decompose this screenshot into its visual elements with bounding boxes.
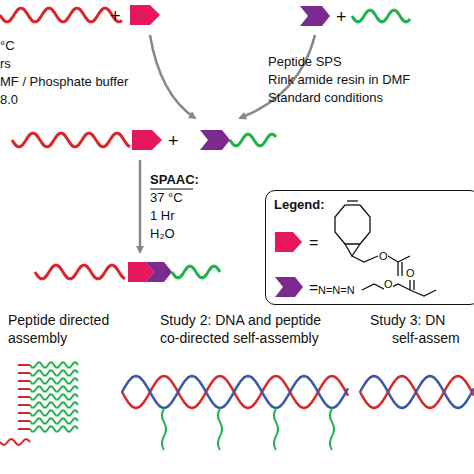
text-label: = — [309, 278, 318, 297]
dna-strand — [0, 8, 122, 22]
drawing-part — [345, 204, 360, 205]
peptide-fibril — [0, 362, 78, 445]
peptide-strand — [30, 362, 78, 367]
drawing-part — [335, 205, 370, 244]
text-label: Rink amide resin in DMF — [268, 72, 410, 88]
peptide-strand — [30, 410, 78, 415]
legend-box: Legend: — [265, 190, 474, 305]
peptide-strand — [330, 408, 334, 450]
text-label: + — [336, 7, 347, 28]
text-label: 8.0 — [0, 92, 18, 108]
bcn-pentagon — [132, 130, 162, 150]
dna-stub — [18, 372, 30, 374]
text-label: N=N=N — [318, 283, 355, 297]
peptide-strand — [30, 418, 78, 423]
peptide-strand — [230, 134, 276, 146]
underline — [150, 189, 193, 190]
text-label: °C — [0, 38, 15, 54]
text-label: co-directed self-assembly — [160, 330, 319, 347]
dna-stub — [18, 364, 30, 366]
text-label: Peptide directed — [8, 312, 109, 329]
drawing-part — [347, 200, 358, 201]
text-label: Study 3: DN — [370, 312, 445, 329]
bcn-pentagon — [275, 232, 302, 252]
dna-stub — [18, 428, 30, 430]
text-label: Peptide SPS — [268, 54, 342, 70]
flow-arrow — [139, 160, 142, 252]
text-label: = — [309, 233, 318, 252]
strand-group — [0, 8, 410, 279]
dna-stub — [18, 412, 30, 414]
bcn-pentagon — [130, 5, 160, 25]
flow-arrow — [150, 35, 195, 118]
drawing-part — [401, 262, 402, 276]
peptide-strand — [162, 408, 166, 450]
peptide-strand — [352, 10, 410, 22]
dna-strand — [360, 376, 474, 408]
drawing-part — [352, 256, 378, 262]
drawing-part — [388, 256, 398, 276]
text-label: H₂O — [150, 226, 175, 242]
text-label: MF / Phosphate buffer — [0, 74, 128, 90]
azide-chevron — [300, 6, 330, 26]
drawing-part — [345, 244, 360, 256]
azide-chevron — [146, 262, 172, 282]
dna-stub — [18, 380, 30, 382]
peptide-strand — [172, 266, 220, 278]
text-label: + — [110, 6, 121, 27]
azide-structure — [362, 278, 436, 296]
peptide-strand — [30, 402, 78, 407]
drawing-part — [398, 256, 410, 262]
peptide-strand — [218, 408, 222, 450]
azide-chevron — [275, 277, 303, 297]
dna-stub — [18, 388, 30, 390]
dna-strand — [12, 133, 130, 147]
text-label: 1 Hr — [150, 208, 175, 224]
text-label: assembly — [8, 330, 67, 347]
dna-stub — [18, 404, 30, 406]
dna-strand — [35, 265, 125, 279]
peptide-strand — [274, 408, 278, 450]
text-label: Standard conditions — [268, 90, 383, 106]
legend-title: Legend: — [266, 191, 474, 212]
drawing-part — [410, 290, 436, 296]
peptide-strand — [30, 370, 78, 375]
text-label: 37 °C — [150, 190, 183, 206]
bcn-structure — [335, 201, 410, 276]
dna-strand — [122, 376, 348, 408]
peptide-strand — [30, 394, 78, 399]
dna-strand — [122, 376, 348, 408]
text-label: Study 2: DNA and peptide — [160, 312, 321, 329]
peptide-strand — [30, 378, 78, 383]
dna-strand — [360, 376, 474, 408]
dna-stub — [18, 396, 30, 398]
dna-helix — [122, 376, 474, 450]
text-label: O — [384, 277, 393, 291]
text-label: SPAAC: — [150, 172, 199, 188]
text-label: + — [168, 131, 179, 152]
peptide-strand — [30, 386, 78, 391]
dna-stub — [18, 420, 30, 422]
text-label: self-assem — [392, 330, 460, 347]
text-label: O — [406, 266, 415, 280]
peptide-strand — [30, 426, 78, 431]
dna-strand — [0, 439, 30, 445]
text-label: rs — [0, 56, 11, 72]
text-label: O — [379, 249, 388, 263]
azide-chevron — [200, 130, 230, 150]
